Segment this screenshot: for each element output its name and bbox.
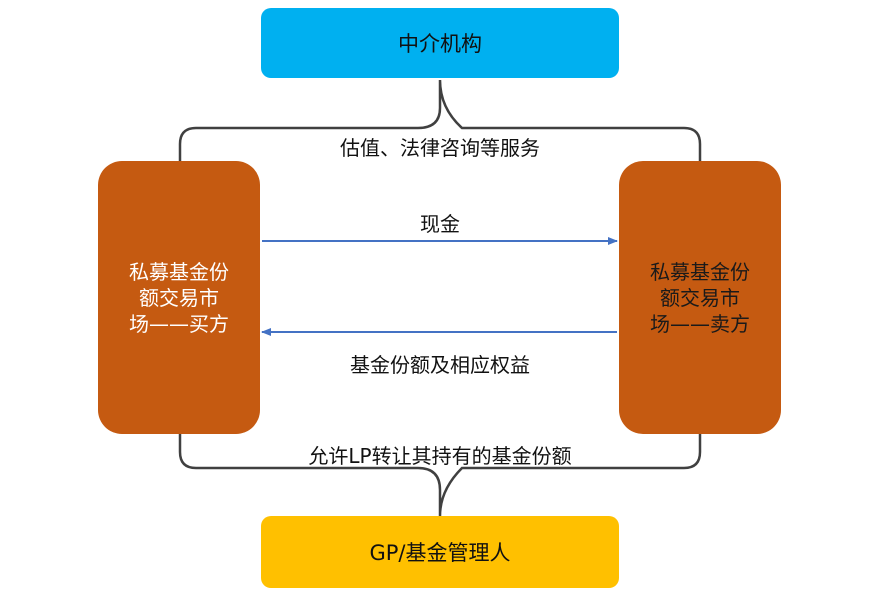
top-brace xyxy=(178,79,702,161)
seller-label: 私募基金份 额交易市 场——卖方 xyxy=(650,259,750,336)
fund-shares-edge-label: 基金份额及相应权益 xyxy=(350,353,530,377)
buyer-node: 私募基金份 额交易市 场——买方 xyxy=(98,161,260,434)
gp-label: GP/基金管理人 xyxy=(369,541,511,565)
intermediary-label: 中介机构 xyxy=(398,32,482,56)
gp-permission-edge-label: 允许LP转让其持有的基金份额 xyxy=(308,444,572,468)
intermediary-node: 中介机构 xyxy=(261,8,619,78)
bottom-brace xyxy=(178,434,702,517)
buyer-label: 私募基金份 额交易市 场——买方 xyxy=(129,259,229,336)
gp-node: GP/基金管理人 xyxy=(261,516,619,588)
service-edge-label: 估值、法律咨询等服务 xyxy=(340,136,540,160)
seller-node: 私募基金份 额交易市 场——卖方 xyxy=(619,161,781,434)
cash-edge-label: 现金 xyxy=(420,212,460,236)
